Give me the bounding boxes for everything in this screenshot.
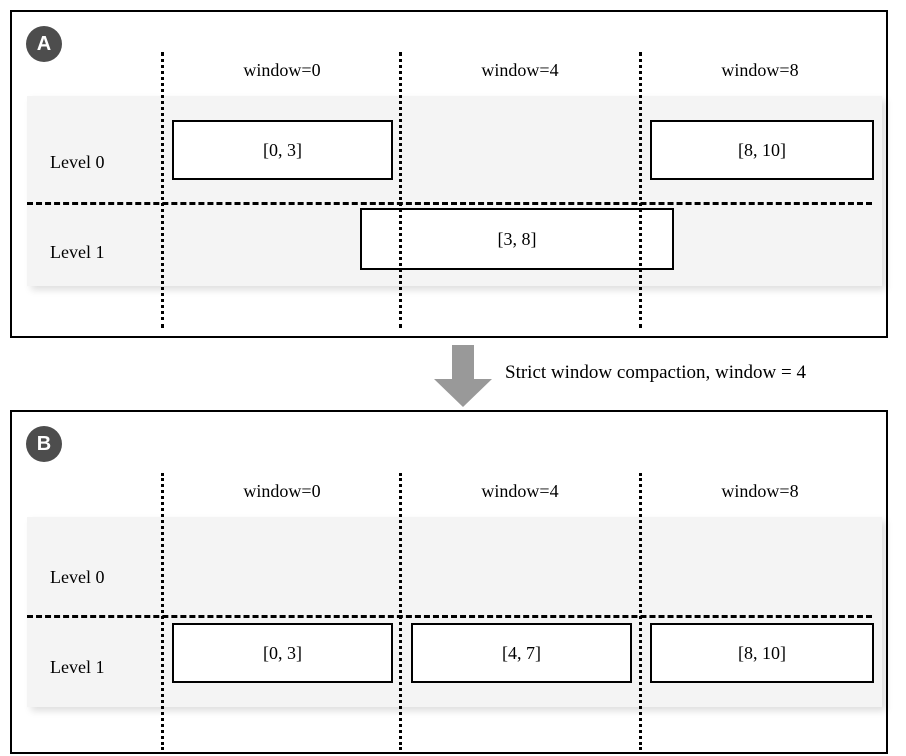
panel-a-level-label-0: Level 0 — [50, 152, 105, 172]
panel-b-level-label-1: Level 1 — [50, 657, 105, 677]
panel-a-run-level0-0-3: [0, 3] — [172, 120, 393, 180]
panel-b-column-header-2: window=8 — [721, 481, 799, 501]
panel-a-window-boundary-8 — [639, 52, 642, 328]
panel-b-window-boundary-0 — [161, 473, 164, 750]
panel-a-run-level0-8-10: [8, 10] — [650, 120, 874, 180]
arrow-down-icon — [434, 345, 492, 407]
panel-b-window-boundary-8 — [639, 473, 642, 750]
panel-a-level-divider — [27, 202, 872, 205]
panel-a-window-boundary-4 — [399, 52, 402, 328]
panel-a: A window=0 window=4 window=8 Level 0 Lev… — [10, 10, 888, 338]
panel-b-run-level1-0-3: [0, 3] — [172, 623, 393, 683]
panel-b-column-header-0: window=0 — [243, 481, 321, 501]
transition-caption: Strict window compaction, window = 4 — [505, 362, 806, 383]
panel-b-window-boundary-4 — [399, 473, 402, 750]
panel-a-badge: A — [26, 26, 62, 62]
panel-b-run-level1-8-10: [8, 10] — [650, 623, 874, 683]
transition-group: Strict window compaction, window = 4 — [0, 340, 906, 410]
panel-b-column-header-1: window=4 — [481, 481, 559, 501]
panel-b: B window=0 window=4 window=8 Level 0 Lev… — [10, 410, 888, 754]
panel-a-run-level1-3-8: [3, 8] — [360, 208, 674, 270]
panel-b-badge: B — [26, 426, 62, 462]
panel-a-column-header-0: window=0 — [243, 60, 321, 80]
panel-a-window-boundary-0 — [161, 52, 164, 328]
panel-b-run-level1-4-7: [4, 7] — [411, 623, 632, 683]
panel-a-column-header-1: window=4 — [481, 60, 559, 80]
panel-b-level-label-0: Level 0 — [50, 567, 105, 587]
panel-b-level-divider — [27, 615, 872, 618]
panel-a-column-header-2: window=8 — [721, 60, 799, 80]
panel-a-level-label-1: Level 1 — [50, 242, 105, 262]
